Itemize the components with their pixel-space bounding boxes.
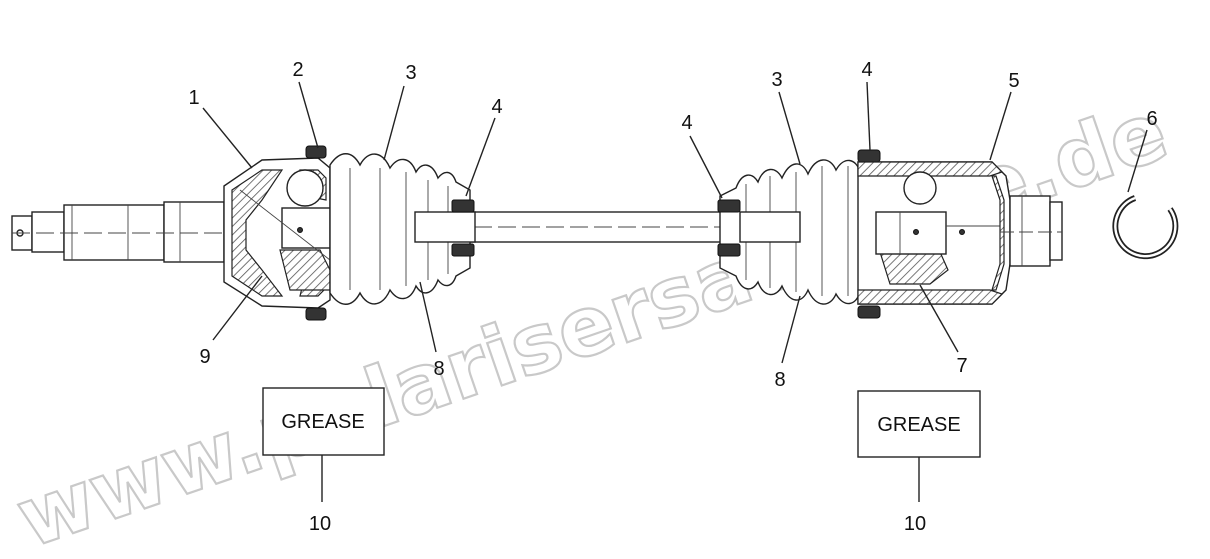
callout-8-right: 8 <box>774 369 785 391</box>
circlip <box>1112 195 1179 260</box>
callout-numbers: 1 2 3 4 4 3 4 5 6 9 8 8 7 10 10 <box>188 59 1157 535</box>
left-inner-boot-clamp-bottom <box>451 243 475 257</box>
grease-box-left: GREASE <box>262 387 385 456</box>
callout-10-right: 10 <box>904 513 926 535</box>
watermark-text: www.polarisersatzteile.de <box>6 84 1179 559</box>
right-inner-boot-clamp-bottom <box>717 243 741 257</box>
right-cv-joint <box>857 161 1011 305</box>
left-inner-boot-clamp <box>451 199 475 213</box>
right-outer-boot-clamp <box>857 149 881 163</box>
grease-box-right: GREASE <box>857 390 981 458</box>
callout-3-left: 3 <box>405 62 416 84</box>
leader-lines <box>202 81 1148 502</box>
callout-1: 1 <box>188 87 199 109</box>
callout-4-right-outer: 4 <box>861 59 872 81</box>
left-cv-joint <box>223 157 331 309</box>
right-inner-boot-clamp <box>717 199 741 213</box>
callout-8-left: 8 <box>433 358 444 380</box>
callout-6: 6 <box>1146 108 1157 130</box>
callout-10-left: 10 <box>309 513 331 535</box>
callout-2: 2 <box>292 59 303 81</box>
left-boot <box>329 153 476 305</box>
callout-5: 5 <box>1008 70 1019 92</box>
callout-9: 9 <box>199 346 210 368</box>
callout-7: 7 <box>956 355 967 377</box>
right-stub-shaft <box>1000 195 1063 267</box>
callout-4-left: 4 <box>491 96 502 118</box>
right-outer-boot-clamp-bottom <box>857 305 881 319</box>
grease-label-left: GREASE <box>281 411 364 433</box>
left-outer-boot-clamp-bottom <box>305 307 327 321</box>
callout-4-right-inner: 4 <box>681 112 692 134</box>
right-boot <box>719 159 861 305</box>
callout-3-right: 3 <box>771 69 782 91</box>
left-stub-shaft <box>11 201 230 263</box>
left-outer-boot-clamp <box>305 145 327 159</box>
grease-label-right: GREASE <box>877 414 960 436</box>
